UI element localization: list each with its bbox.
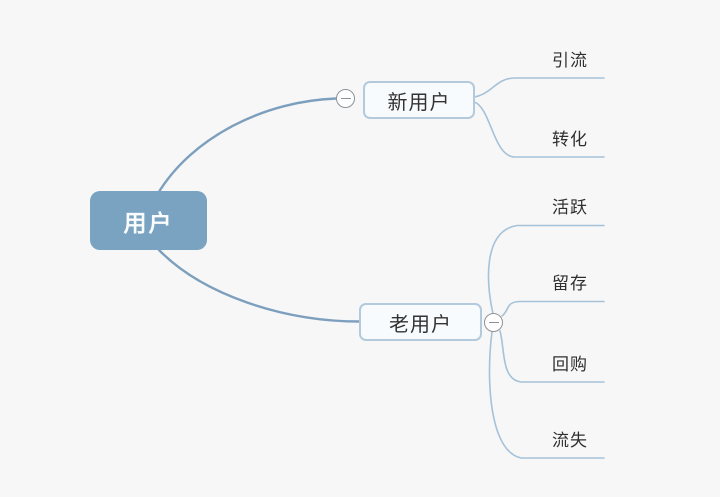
leaf-node-churn[interactable]: 流失: [514, 426, 616, 456]
edge-root-to-old-users: [157, 248, 362, 323]
leaf-node-retention[interactable]: 留存: [514, 269, 616, 299]
leaf-label: 引流: [552, 51, 588, 70]
edge-old-users-to-retention: [501, 300, 605, 317]
edge-new-users-to-conversion: [473, 101, 605, 158]
leaf-label: 流失: [552, 431, 588, 450]
branch-node-label: 新用户: [387, 91, 451, 114]
collapse-button-old-users[interactable]: [484, 313, 503, 332]
branch-node-new-users[interactable]: 新用户: [363, 81, 475, 119]
edge-old-users-to-churn: [488, 331, 605, 459]
root-node-label: 用户: [123, 209, 174, 236]
minus-icon: [340, 97, 351, 100]
leaf-node-repurchase[interactable]: 回购: [514, 350, 616, 380]
edge-old-users-to-repurchase: [499, 330, 605, 383]
root-node-user[interactable]: 用户: [90, 191, 207, 250]
leaf-label: 回购: [552, 355, 588, 374]
collapse-button-new-users[interactable]: [336, 89, 355, 108]
leaf-node-active[interactable]: 活跃: [514, 193, 616, 223]
leaf-label: 留存: [552, 274, 588, 293]
minus-icon: [488, 321, 499, 324]
branch-node-label: 老用户: [389, 313, 452, 336]
leaf-node-attract[interactable]: 引流: [514, 46, 616, 76]
leaf-label: 活跃: [552, 198, 588, 217]
edge-old-users-to-active: [487, 224, 605, 315]
leaf-node-conversion[interactable]: 转化: [514, 125, 616, 155]
branch-node-old-users[interactable]: 老用户: [359, 303, 482, 341]
edge-root-to-new-users: [155, 97, 338, 197]
leaf-label: 转化: [552, 130, 588, 149]
edge-new-users-to-attract: [473, 77, 605, 98]
